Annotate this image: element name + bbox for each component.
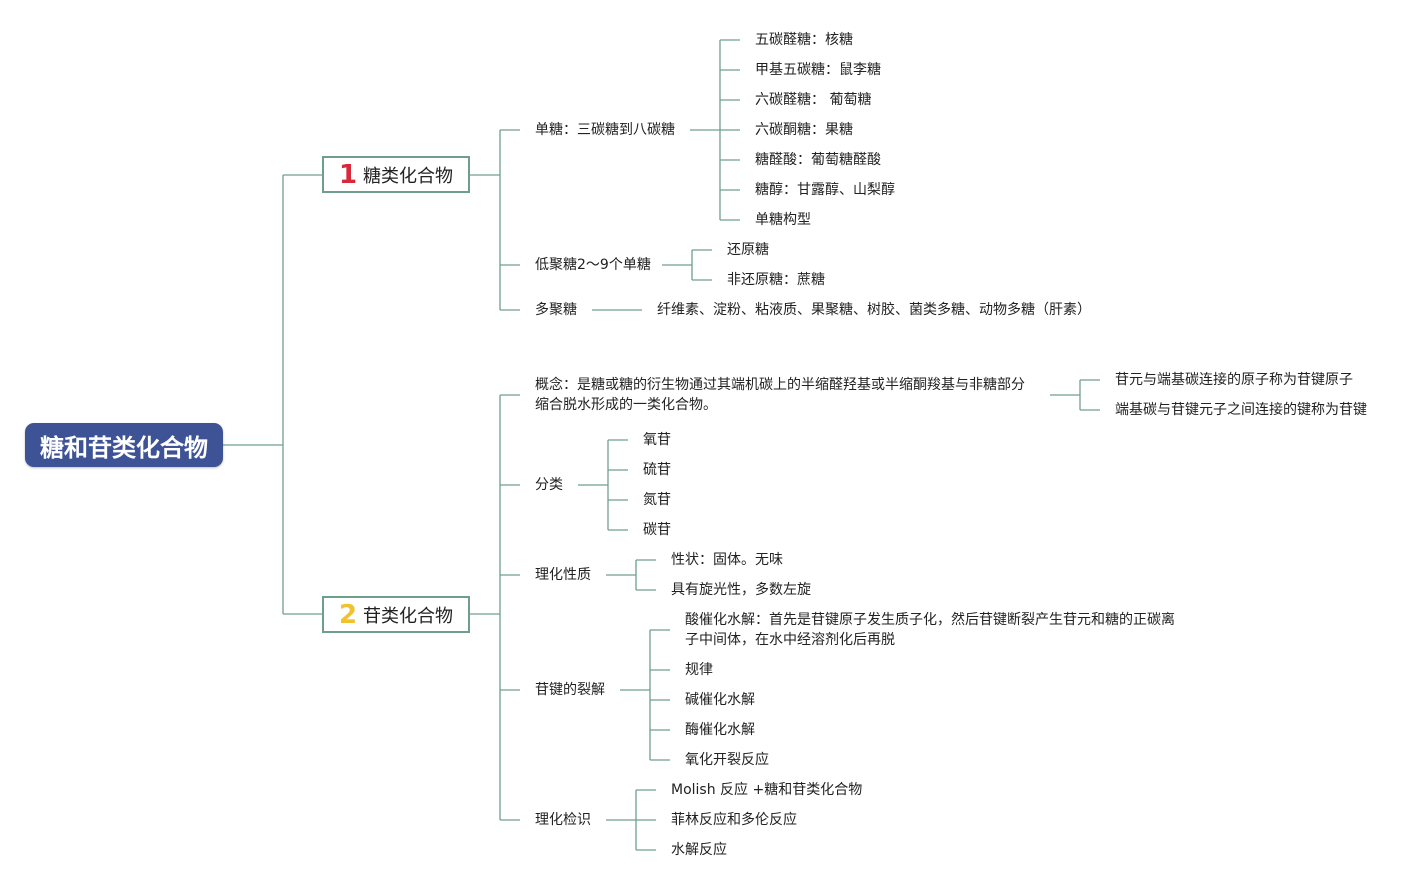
node-properties[interactable]: 理化性质	[535, 567, 591, 583]
node-classify-child[interactable]: 氮苷	[643, 492, 671, 508]
node-concept[interactable]: 概念：是糖或糖的衍生物通过其端机碳上的半缩醛羟基或半缩酮羧基与非糖部分缩合脱水形…	[535, 377, 1025, 413]
node-classify-child[interactable]: 碳苷	[643, 522, 671, 538]
node-mono-child[interactable]: 六碳酮糖：果糖	[755, 122, 853, 138]
node-props-child[interactable]: 具有旋光性，多数左旋	[671, 582, 811, 598]
branch-label: 苷类化合物	[363, 605, 454, 627]
node-concept-child[interactable]: 端基碳与苷键元子之间连接的键称为苷键	[1115, 402, 1367, 418]
node-cleavage-child[interactable]: 氧化开裂反应	[685, 752, 769, 768]
node-oligosaccharide[interactable]: 低聚糖2～9个单糖	[535, 257, 651, 273]
node-cleavage-child[interactable]: 碱催化水解	[685, 692, 755, 708]
node-polysaccharide[interactable]: 多聚糖	[535, 302, 577, 318]
number-two-icon: 2	[338, 599, 358, 630]
node-mono-child[interactable]: 糖醇：甘露醇、山梨醇	[755, 182, 895, 198]
node-props-child[interactable]: 性状：固体。无味	[671, 552, 783, 568]
node-classification[interactable]: 分类	[535, 477, 563, 493]
node-cleavage-child[interactable]: 酸催化水解：首先是苷键原子发生质子化，然后苷键断裂产生苷元和糖的正碳离子中间体，…	[685, 612, 1175, 648]
node-classify-child[interactable]: 硫苷	[643, 462, 671, 478]
node-classify-child[interactable]: 氧苷	[643, 432, 671, 448]
node-mono-child[interactable]: 六碳醛糖： 葡萄糖	[755, 92, 872, 108]
node-oligo-child[interactable]: 非还原糖：蔗糖	[727, 272, 825, 288]
node-detect-child[interactable]: 水解反应	[671, 842, 727, 858]
root-topic[interactable]: 糖和苷类化合物	[25, 423, 223, 467]
node-oligo-child[interactable]: 还原糖	[727, 242, 769, 258]
node-detect-child[interactable]: 菲林反应和多伦反应	[671, 812, 797, 828]
node-mono-child[interactable]: 甲基五碳糖：鼠李糖	[755, 62, 881, 78]
branch-topic-glycosides[interactable]: 2 苷类化合物	[322, 596, 470, 633]
node-mono-child[interactable]: 糖醛酸：葡萄糖醛酸	[755, 152, 881, 168]
node-monosaccharide[interactable]: 单糖：三碳糖到八碳糖	[535, 122, 675, 138]
node-detection[interactable]: 理化检识	[535, 812, 591, 828]
node-cleavage-child[interactable]: 酶催化水解	[685, 722, 755, 738]
node-mono-child[interactable]: 单糖构型	[755, 212, 811, 228]
branch-label: 糖类化合物	[363, 165, 454, 187]
branch-topic-saccharides[interactable]: 1 糖类化合物	[322, 156, 470, 193]
node-concept-child[interactable]: 苷元与端基碳连接的原子称为苷键原子	[1115, 372, 1353, 388]
node-cleavage[interactable]: 苷键的裂解	[535, 682, 605, 698]
node-poly-child[interactable]: 纤维素、淀粉、粘液质、果聚糖、树胶、菌类多糖、动物多糖（肝素）	[657, 302, 1091, 318]
number-one-icon: 1	[338, 159, 358, 190]
node-cleavage-child[interactable]: 规律	[685, 662, 713, 678]
node-detect-child[interactable]: Molish 反应 +糖和苷类化合物	[671, 782, 863, 798]
node-mono-child[interactable]: 五碳醛糖：核糖	[755, 32, 853, 48]
